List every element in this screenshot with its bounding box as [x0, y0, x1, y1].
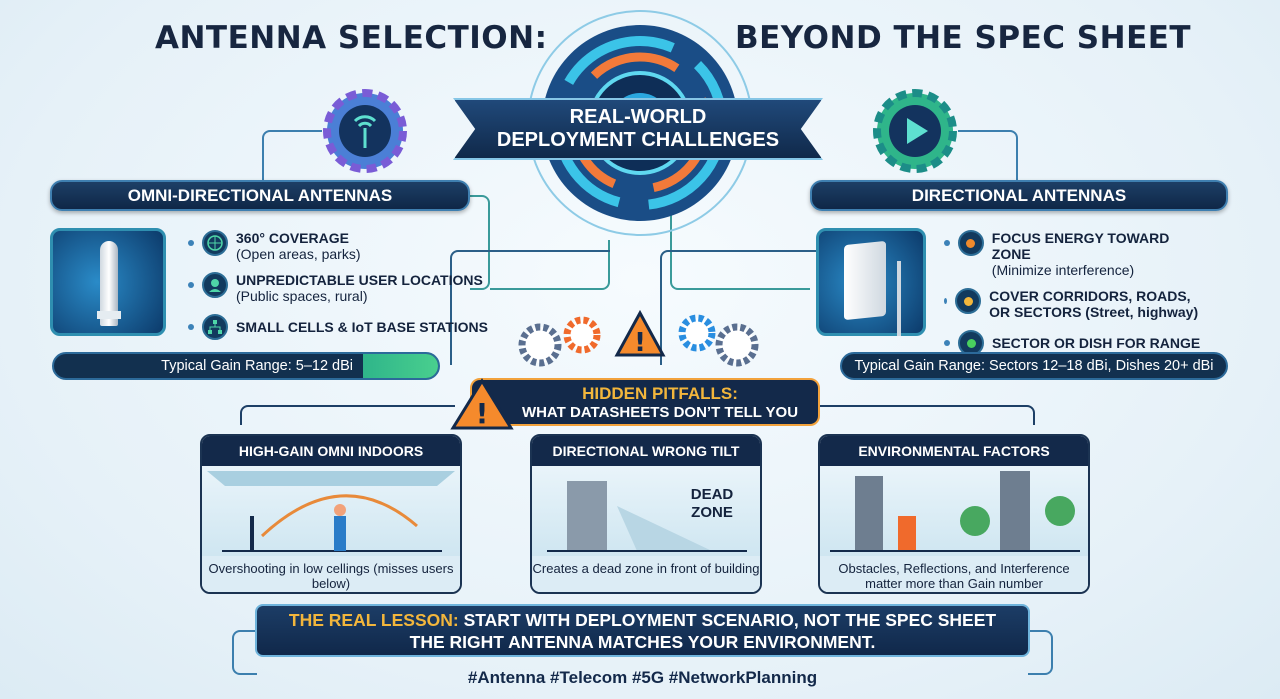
omni-item: SMALL CELLS & IoT BASE STATIONS	[188, 314, 488, 340]
network-icon	[202, 314, 228, 340]
item-title: FOCUS ENERGY TOWARD ZONE	[991, 230, 1170, 262]
location-pin-icon	[202, 272, 228, 298]
center-banner: REAL-WORLD DEPLOYMENT CHALLENGES	[453, 98, 823, 160]
indoor-overshoot-illustration	[202, 466, 460, 556]
item-title: SMALL CELLS & IoT BASE STATIONS	[236, 319, 488, 335]
card-high-gain-omni: HIGH-GAIN OMNI INDOORS Overshooting in l…	[200, 434, 462, 594]
pitfalls-subtitle: WHAT DATASHEETS DON’T TELL YOU	[521, 403, 799, 421]
gears-icon: !	[518, 309, 759, 367]
item-title: UNPREDICTABLE USER LOCATIONS	[236, 272, 483, 288]
globe-icon	[202, 230, 228, 256]
connector	[490, 240, 610, 290]
omni-gain-label: Typical Gain Range: 5–12 dBi	[161, 358, 353, 374]
center-line2: DEPLOYMENT CHALLENGES	[496, 129, 780, 151]
card-caption: Overshooting in low cellings (misses use…	[202, 556, 460, 592]
directional-item-list: FOCUS ENERGY TOWARD ZONE(Minimize interf…	[944, 230, 1204, 356]
card-title: HIGH-GAIN OMNI INDOORS	[202, 436, 460, 466]
hashtags: #Antenna #Telecom #5G #NetworkPlanning	[467, 668, 818, 687]
lesson-banner: THE REAL LESSON: START WITH DEPLOYMENT S…	[255, 604, 1030, 657]
card-title: DIRECTIONAL WRONG TILT	[532, 436, 760, 466]
title-right: BEYOND THE SPEC SHEET	[735, 20, 1192, 56]
item-sub: (Open areas, parks)	[236, 246, 361, 262]
directional-gain-bar: Typical Gain Range: Sectors 12–18 dBi, D…	[840, 352, 1228, 380]
item-title: 360° COVERAGE	[236, 230, 349, 246]
connector	[670, 195, 810, 290]
item-title: SECTOR OR DISH FOR RANGE	[992, 335, 1201, 351]
card-caption: Creates a dead zone in front of building	[532, 556, 760, 592]
connector	[262, 130, 322, 180]
item-sub: (Public spaces, rural)	[236, 288, 368, 304]
connector	[820, 405, 1035, 425]
omni-header: OMNI-DIRECTIONAL ANTENNAS	[50, 180, 470, 211]
antenna-gear-icon	[323, 89, 407, 173]
connector	[470, 195, 490, 290]
environment-illustration	[820, 466, 1088, 556]
directional-gain-label: Typical Gain Range: Sectors 12–18 dBi, D…	[854, 358, 1214, 374]
lesson-lead: THE REAL LESSON:	[288, 609, 459, 630]
omni-item: 360° COVERAGE(Open areas, parks)	[188, 230, 488, 262]
svg-text:!: !	[634, 328, 646, 358]
gain-fill	[363, 354, 438, 378]
directional-item: SECTOR OR DISH FOR RANGE	[944, 330, 1204, 356]
connector	[450, 250, 610, 365]
connector	[1028, 630, 1053, 675]
card-title: ENVIRONMENTAL FACTORS	[820, 436, 1088, 466]
item-title: COVER CORRIDORS, ROADS, OR SECTORS (Stre…	[989, 288, 1199, 320]
connector	[958, 130, 1018, 180]
omni-item: UNPREDICTABLE USER LOCATIONS(Public spac…	[188, 272, 488, 304]
directional-item: COVER CORRIDORS, ROADS, OR SECTORS (Stre…	[944, 288, 1204, 320]
connector	[232, 630, 257, 675]
lesson-line1: START WITH DEPLOYMENT SCENARIO, NOT THE …	[463, 609, 997, 630]
card-directional-tilt: DIRECTIONAL WRONG TILT DEAD ZONE Creates…	[530, 434, 762, 594]
dead-zone-label: DEAD ZONE	[690, 486, 734, 521]
pitfalls-banner: HIDDEN PITFALLS: WHAT DATASHEETS DON’T T…	[470, 378, 820, 426]
omni-antenna-image	[50, 228, 166, 336]
lesson-line2: THE RIGHT ANTENNA MATCHES YOUR ENVIRONME…	[409, 631, 876, 652]
card-environmental: ENVIRONMENTAL FACTORS Obstacles, Reflect…	[818, 434, 1090, 594]
yellow-dot-icon	[955, 288, 982, 314]
omni-gain-bar: Typical Gain Range: 5–12 dBi	[52, 352, 440, 380]
connector	[240, 405, 455, 425]
play-gear-icon	[873, 89, 957, 173]
pitfalls-title: HIDDEN PITFALLS:	[582, 383, 738, 403]
panel-antenna-image	[816, 228, 926, 336]
warning-icon: !	[450, 378, 514, 430]
item-sub: (Minimize interference)	[991, 262, 1135, 278]
orange-dot-icon	[957, 230, 984, 256]
directional-item: FOCUS ENERGY TOWARD ZONE(Minimize interf…	[944, 230, 1204, 278]
svg-text:!: !	[476, 397, 489, 430]
omni-item-list: 360° COVERAGE(Open areas, parks) UNPREDI…	[188, 230, 488, 340]
center-line1: REAL-WORLD	[569, 106, 707, 128]
dead-zone-illustration: DEAD ZONE	[532, 466, 760, 556]
directional-header: DIRECTIONAL ANTENNAS	[810, 180, 1228, 211]
card-caption: Obstacles, Reflections, and Interference…	[820, 556, 1088, 592]
title-left: ANTENNA SELECTION:	[155, 20, 548, 56]
